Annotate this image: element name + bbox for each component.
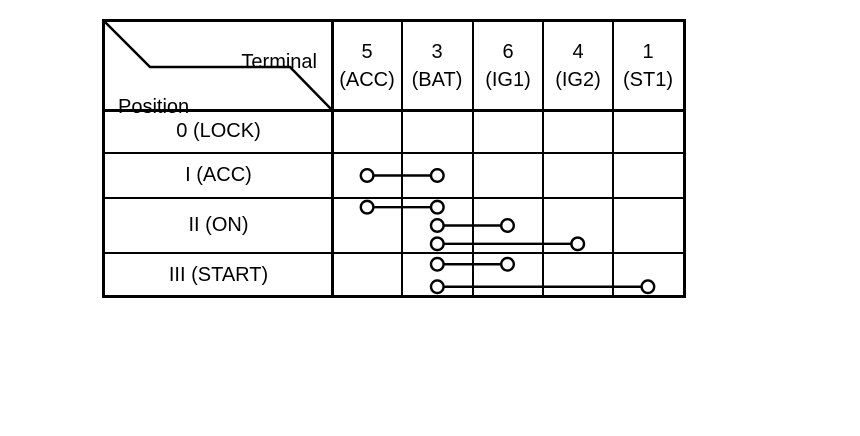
row-label-lock: 0 (LOCK): [176, 120, 261, 142]
terminal-number: 5: [361, 41, 373, 63]
terminal-continuity-table: Terminal Position 5 (ACC) 3 (BAT) 6 (IG1…: [102, 19, 686, 298]
terminal-circle: [359, 199, 375, 215]
terminal-circle: [359, 167, 375, 183]
position-terminal-divider-line: [331, 22, 334, 295]
column-divider-line: [612, 22, 614, 295]
column-header-terminal-1-st1: 1 (ST1): [613, 22, 683, 110]
terminal-circle: [640, 279, 656, 295]
column-header-terminal-5-acc: 5 (ACC): [332, 22, 402, 110]
terminal-circle: [500, 217, 516, 233]
diagonal-divider: [105, 22, 332, 110]
position-axis-label: Position: [118, 96, 190, 118]
corner-header-cell: Terminal Position: [105, 22, 332, 118]
column-header-terminal-4-ig2: 4 (IG2): [543, 22, 613, 110]
row-label-on: II (ON): [188, 214, 249, 236]
terminal-number: 4: [572, 41, 584, 63]
terminal-circle: [429, 236, 445, 252]
header-divider-line: [105, 109, 683, 112]
terminal-circle: [500, 256, 516, 272]
row-label-acc: I (ACC): [185, 164, 252, 186]
terminal-circle: [429, 167, 445, 183]
terminal-circle: [429, 279, 445, 295]
terminal-circle: [429, 199, 445, 215]
terminal-axis-label: Terminal: [241, 51, 317, 73]
column-header-terminal-6-ig1: 6 (IG1): [473, 22, 543, 110]
terminal-number: 1: [642, 41, 654, 63]
terminal-name: (IG2): [555, 69, 601, 91]
column-divider-line: [542, 22, 544, 295]
row-divider-line: [105, 152, 683, 154]
column-divider-line: [472, 22, 474, 295]
continuity-connections: [359, 167, 656, 295]
terminal-name: (ST1): [623, 69, 673, 91]
terminal-circle: [429, 217, 445, 233]
terminal-circle: [429, 256, 445, 272]
terminal-number: 3: [431, 41, 443, 63]
terminal-circle: [570, 236, 586, 252]
terminal-number: 6: [502, 41, 514, 63]
column-header-terminal-3-bat: 3 (BAT): [402, 22, 472, 110]
row-divider-line: [105, 252, 683, 254]
row-label-start: III (START): [168, 264, 269, 286]
terminal-name: (IG1): [485, 69, 531, 91]
column-divider-line: [401, 22, 403, 295]
terminal-name: (BAT): [411, 69, 463, 91]
row-divider-line: [105, 197, 683, 199]
terminal-name: (ACC): [339, 69, 395, 91]
